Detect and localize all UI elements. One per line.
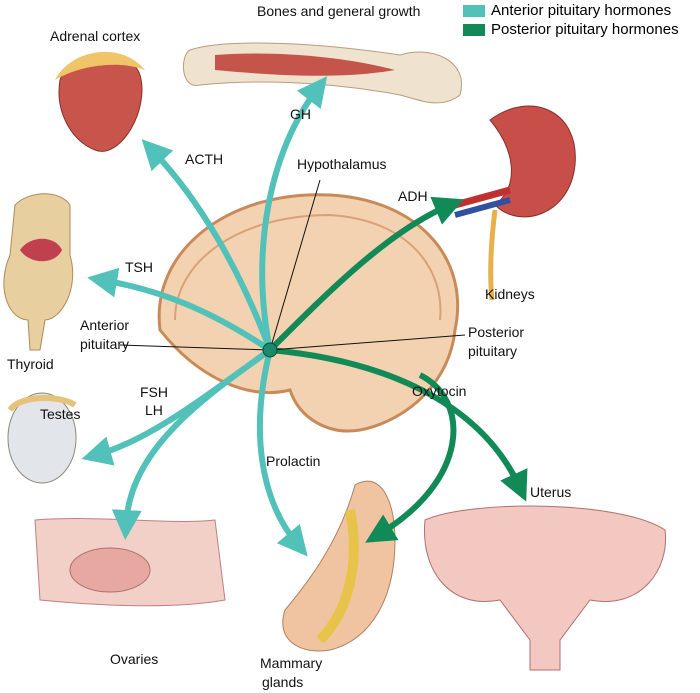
label-lh: LH (145, 402, 163, 418)
legend-posterior-label: Posterior pituitary hormones (491, 21, 679, 38)
kidney (489, 105, 576, 218)
label-anterior-2: pituitary (80, 336, 130, 352)
label-posterior: Posterior (468, 324, 525, 340)
legend: Anterior pituitary hormones Posterior pi… (463, 1, 679, 39)
label-testes: Testes (40, 406, 81, 422)
label-anterior: Anterior (80, 317, 130, 333)
pituitary (262, 342, 278, 358)
label-gh: GH (290, 106, 311, 122)
label-uterus: Uterus (530, 484, 572, 500)
label-mammary-2: glands (262, 674, 304, 690)
label-oxytocin: Oxytocin (412, 383, 467, 399)
arrow-acth (141, 139, 273, 352)
label-fsh: FSH (140, 384, 168, 400)
arrow-adh (267, 196, 464, 353)
label-kidneys: Kidneys (485, 286, 535, 302)
legend-anterior: Anterior pituitary hormones (463, 1, 679, 20)
arrow-gh (259, 76, 328, 351)
arrow-oxytocin-uterus (269, 347, 528, 502)
label-thyroid: Thyroid (7, 356, 54, 372)
label-bones: Bones and general growth (257, 3, 421, 19)
label-tsh: TSH (125, 259, 153, 275)
thyroid (3, 193, 74, 351)
arrow-oxytocin-mammary (365, 372, 457, 543)
label-hypothalamus: Hypothalamus (297, 156, 387, 172)
legend-posterior: Posterior pituitary hormones (463, 20, 679, 39)
label-prolactin: Prolactin (266, 453, 321, 469)
label-mammary: Mammary (260, 655, 323, 671)
legend-anterior-label: Anterior pituitary hormones (491, 2, 672, 19)
label-adh: ADH (398, 188, 428, 204)
testes (7, 392, 77, 484)
arrow-prolactin (256, 349, 308, 557)
uterus (423, 505, 667, 671)
label-adrenal: Adrenal cortex (50, 28, 141, 44)
arrow-tsh (87, 267, 272, 353)
arrow-lh-ovaries (111, 347, 272, 540)
label-acth: ACTH (185, 151, 224, 167)
mammary-gland (282, 480, 396, 652)
label-posterior-2: pituitary (468, 343, 518, 359)
label-ovaries: Ovaries (110, 651, 159, 667)
